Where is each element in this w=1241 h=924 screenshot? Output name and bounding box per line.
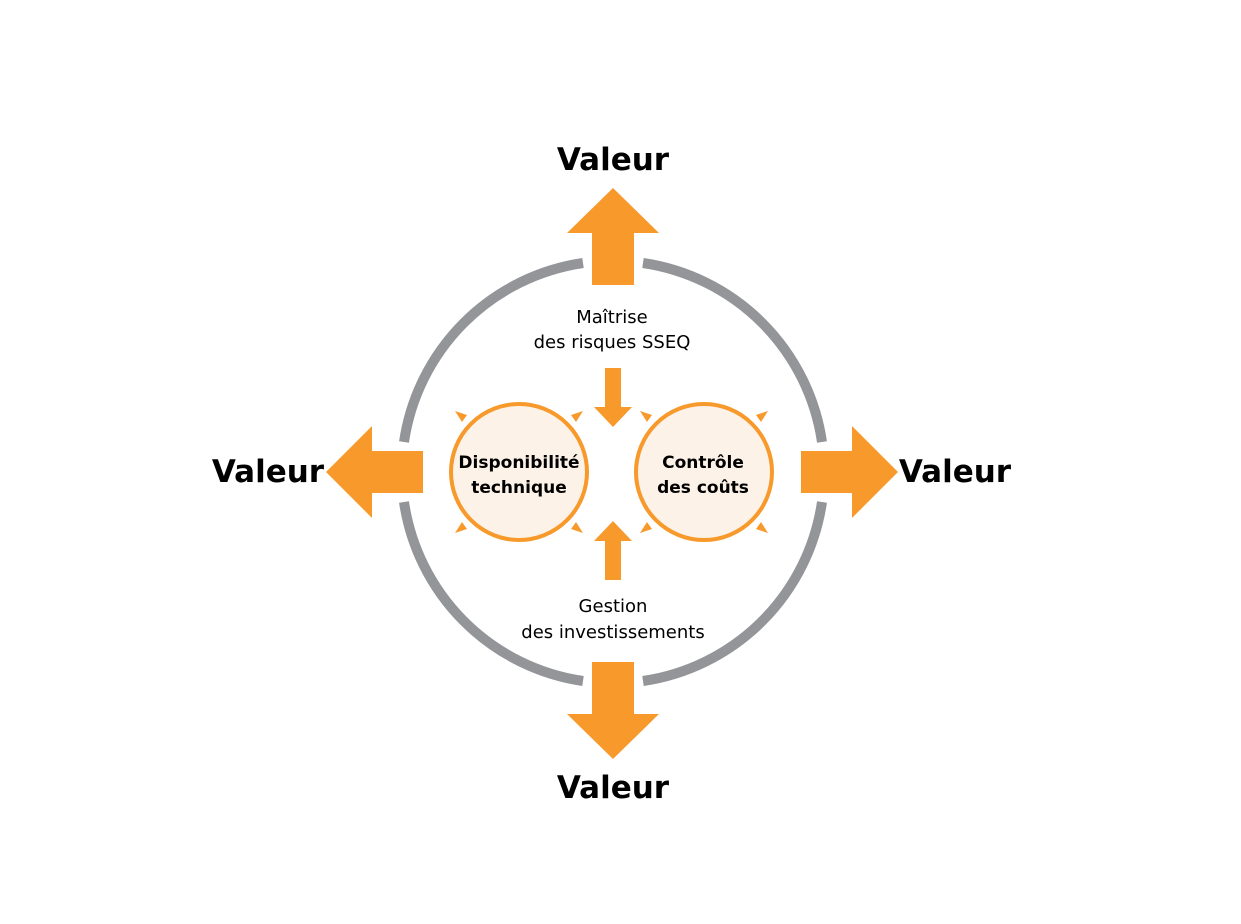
gear-left-label-line1: Disponibilité [458, 453, 579, 473]
outward-arrows [326, 188, 898, 759]
value-label-bottom: Valeur [557, 770, 670, 806]
gear-right [634, 402, 774, 542]
arrow-down [567, 662, 659, 759]
value-label-left: Valeur [212, 454, 325, 490]
gear-left [449, 402, 589, 542]
ring-arc-top-right [642, 258, 827, 443]
inward-arrows [594, 368, 632, 580]
ring-arc-top-left [399, 258, 584, 443]
outer-ring [399, 258, 827, 686]
gear-right-label-line2: des coûts [657, 478, 749, 498]
gear-right-label-line1: Contrôle [662, 453, 744, 473]
small-arrow-down [594, 368, 632, 427]
arrow-up [567, 188, 659, 285]
bottom-label-line2: des investissements [521, 622, 704, 643]
arrow-right [801, 426, 898, 518]
top-label-line1: Maîtrise [576, 307, 647, 328]
value-label-top: Valeur [557, 142, 670, 178]
small-arrow-up [594, 521, 632, 580]
gear-left-body [449, 402, 589, 542]
gear-right-teeth [640, 411, 768, 533]
ring-arc-bottom-right [642, 501, 827, 686]
bottom-label-line1: Gestion [579, 596, 648, 617]
value-label-right: Valeur [899, 454, 1012, 490]
gear-left-teeth [455, 411, 583, 533]
top-label-line2: des risques SSEQ [534, 332, 691, 353]
gear-right-body [634, 402, 774, 542]
ring-arc-bottom-left [399, 501, 584, 686]
arrow-left [326, 426, 423, 518]
gear-left-label-line2: technique [471, 478, 567, 498]
